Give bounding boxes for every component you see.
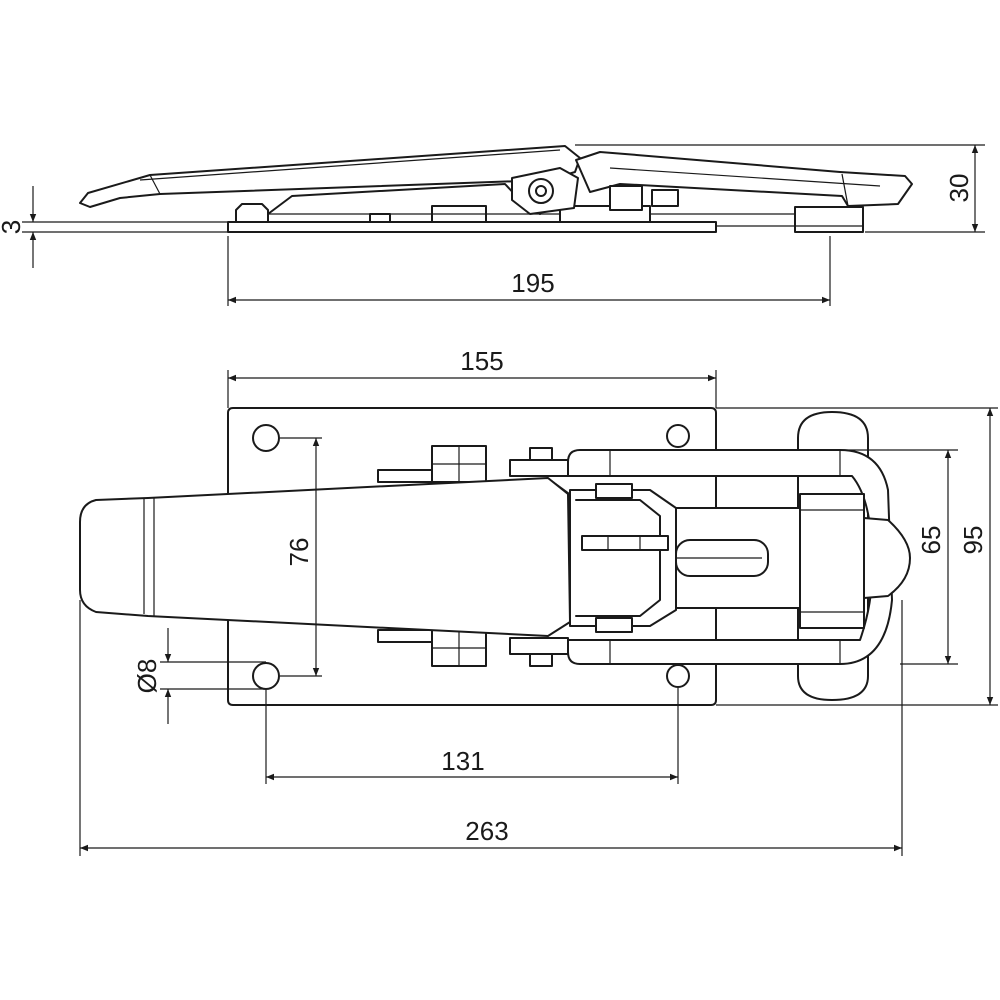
hook-catch (863, 517, 911, 599)
side-dimensions: 30 3 195 (0, 144, 985, 306)
dim-side-length: 195 (511, 268, 554, 298)
mount-hole-top-right (666, 424, 690, 448)
dim-side-height: 30 (944, 174, 974, 203)
side-handle-lever (79, 145, 581, 208)
pivot-body (569, 489, 677, 627)
side-keeper-base (794, 206, 864, 233)
dim-plate-width: 155 (460, 346, 503, 376)
dim-plate-thickness: 3 (0, 220, 26, 234)
side-view (79, 145, 913, 233)
top-dimensions: 155 76 Ø8 131 263 65 95 (79, 346, 998, 856)
mount-hole-bottom-left (252, 662, 280, 690)
mount-hole-top-left (252, 424, 280, 452)
mount-hole-bottom-right (666, 664, 690, 688)
dim-hole-diameter: Ø8 (132, 659, 162, 694)
dim-hole-spacing-vertical: 76 (284, 538, 314, 567)
side-base-plate (227, 221, 717, 233)
top-view (79, 407, 911, 706)
dim-overall-width: 95 (958, 526, 988, 555)
dim-overall-length: 263 (465, 816, 508, 846)
dim-hook-width: 65 (916, 526, 946, 555)
dim-hole-spacing-horizontal: 131 (441, 746, 484, 776)
